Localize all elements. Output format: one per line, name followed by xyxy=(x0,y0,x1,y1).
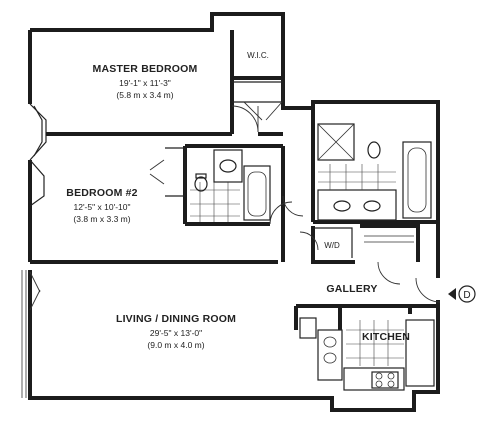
living-dining-dim-imperial: 29'-5" x 13'-0" xyxy=(150,328,202,338)
washer-dryer-label: W/D xyxy=(324,241,340,250)
master-bedroom-name: MASTER BEDROOM xyxy=(93,63,198,75)
gallery-name: GALLERY xyxy=(326,283,377,295)
toilet-icon xyxy=(194,176,208,192)
toilet-icon xyxy=(367,141,381,159)
doors xyxy=(29,101,441,311)
unit-marker-label: D xyxy=(463,290,470,301)
bathtub-icon xyxy=(402,141,432,219)
master-bedroom-dim-metric: (5.8 m x 3.4 m) xyxy=(116,90,173,100)
sink-icon xyxy=(323,336,337,348)
arrow-left-icon xyxy=(448,288,456,300)
walk-in-closet-label: W.I.C. xyxy=(247,51,269,60)
master-bedroom-dim-imperial: 19'-1" x 11'-3" xyxy=(119,78,171,88)
sink-icon xyxy=(219,159,237,173)
bedroom2-dim-imperial: 12'-5" x 10'-10" xyxy=(73,202,130,212)
sink-icon xyxy=(333,200,351,212)
hall-closet xyxy=(364,235,414,243)
living-dining-dim-metric: (9.0 m x 4.0 m) xyxy=(147,340,204,350)
bedroom2-dim-metric: (3.8 m x 3.3 m) xyxy=(73,214,130,224)
unit-marker: D xyxy=(448,285,476,303)
outer-walls xyxy=(21,12,440,412)
living-dining-name: LIVING / DINING ROOM xyxy=(116,313,236,325)
bedroom2-name: BEDROOM #2 xyxy=(66,187,137,199)
shower-icon xyxy=(317,123,355,161)
sink-icon xyxy=(363,200,381,212)
bathroom-1 xyxy=(190,149,271,222)
room-labels: MASTER BEDROOM 19'-1" x 11'-3" (5.8 m x … xyxy=(66,51,410,350)
interior-walls xyxy=(30,30,438,330)
master-bath xyxy=(317,123,432,221)
stove-icon xyxy=(371,371,399,389)
bathtub-icon xyxy=(243,165,271,221)
sink-icon xyxy=(323,352,337,364)
kitchen-name: KITCHEN xyxy=(362,331,410,343)
kitchen-fixtures xyxy=(299,317,435,391)
